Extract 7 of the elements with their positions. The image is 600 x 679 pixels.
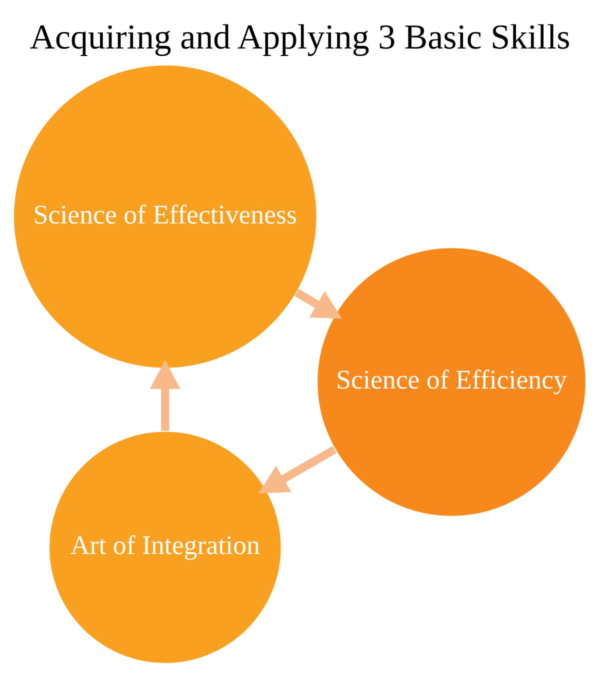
arrow: [294, 289, 342, 319]
node-circle: Science of Efficiency: [316, 246, 587, 518]
node-circle: Science of Effectiveness: [12, 64, 318, 370]
diagram-title: Acquiring and Applying 3 Basic Skills: [30, 18, 570, 57]
arrow: [150, 360, 180, 431]
node-circle: Art of Integration: [48, 430, 282, 664]
arrow: [258, 446, 337, 494]
